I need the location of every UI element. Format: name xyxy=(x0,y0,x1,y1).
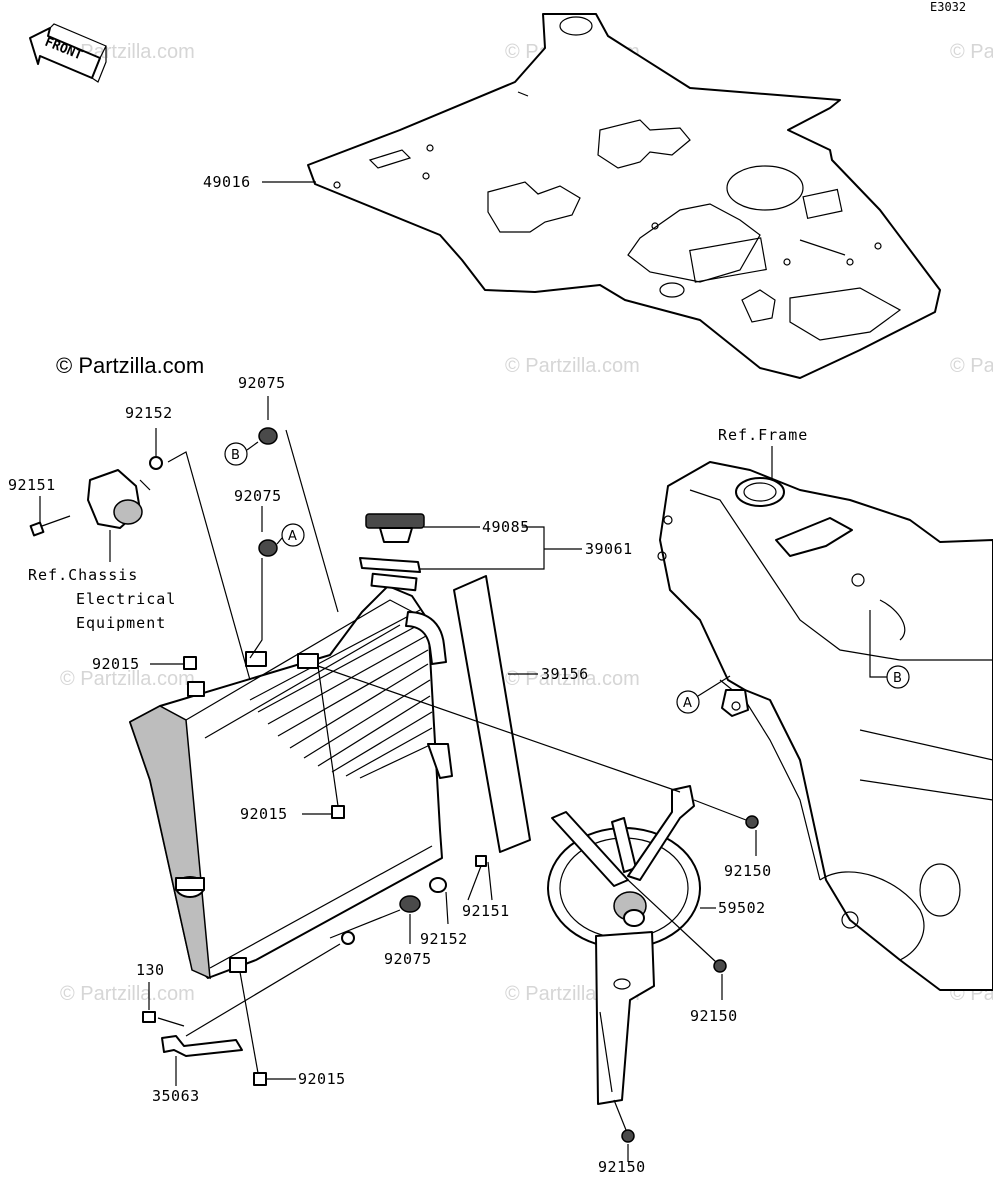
grommet-92075-mid xyxy=(258,539,278,557)
part-number-92015-c: 92015 xyxy=(298,1070,346,1088)
watermark: © Partzilla.com xyxy=(60,983,195,1005)
marker-a-circle xyxy=(281,523,305,547)
ref-chassis-line3: Equipment xyxy=(76,614,166,632)
marker-b-frame: B xyxy=(893,671,902,686)
watermark: © Partzilla.com xyxy=(950,355,993,377)
bolt-92151-low xyxy=(467,855,487,901)
clip-nut-92015-b xyxy=(331,805,345,819)
marker-a: A xyxy=(288,529,297,544)
part-number-49085: 49085 xyxy=(482,518,530,536)
radiator-core xyxy=(249,609,433,779)
radiator xyxy=(129,572,453,980)
marker-a-frame-circle xyxy=(676,690,700,714)
part-number-92150-a: 92150 xyxy=(724,862,772,880)
part-number-92075-mid: 92075 xyxy=(234,487,282,505)
part-number-92151-top: 92151 xyxy=(8,476,56,494)
frame xyxy=(657,461,993,991)
part-number-49016: 49016 xyxy=(203,173,251,191)
copyright-text: © Partzilla.com xyxy=(56,353,204,378)
part-number-130: 130 xyxy=(136,961,165,979)
watermark: © Partzilla.com xyxy=(60,668,195,690)
diagram-code: E3032 xyxy=(930,0,966,14)
part-number-92150-c: 92150 xyxy=(598,1158,646,1176)
ref-frame-label: Ref.Frame xyxy=(718,426,808,444)
marker-a-frame: A xyxy=(683,696,692,711)
grommet-92075-low xyxy=(399,895,421,913)
bolt-92150-a xyxy=(745,815,759,829)
part-number-92015-b: 92015 xyxy=(240,805,288,823)
watermark: © Partzilla.com xyxy=(950,41,993,63)
fan-59502 xyxy=(547,785,701,1105)
clip-nut-92015-a xyxy=(183,656,197,670)
shroud-39156 xyxy=(453,575,531,853)
part-number-59502: 59502 xyxy=(718,899,766,917)
bolt-92150-c xyxy=(621,1129,635,1143)
part-number-92075-low: 92075 xyxy=(384,950,432,968)
watermark: © Partzilla.com xyxy=(505,355,640,377)
part-number-39156: 39156 xyxy=(541,665,589,683)
marker-b-circle xyxy=(224,442,248,466)
watermark: © Partzilla.com xyxy=(505,668,640,690)
radiator-cap-49085 xyxy=(359,513,425,573)
bolt-92150-b xyxy=(713,959,727,973)
part-number-92150-b: 92150 xyxy=(690,1007,738,1025)
bracket-35063 xyxy=(161,1035,243,1057)
part-number-92152-low: 92152 xyxy=(420,930,468,948)
part-number-92151-low: 92151 xyxy=(462,902,510,920)
part-number-92015-a: 92015 xyxy=(92,655,140,673)
bolt-92151-top xyxy=(29,515,71,537)
part-number-35063: 35063 xyxy=(152,1087,200,1105)
part-number-39061: 39061 xyxy=(585,540,633,558)
bolt-130 xyxy=(142,1011,156,1023)
grommet-92075-top xyxy=(258,427,278,445)
part-number-92152-top: 92152 xyxy=(125,404,173,422)
insulator-plate-49016 xyxy=(307,13,941,379)
part-number-92075-top: 92075 xyxy=(238,374,286,392)
marker-b: B xyxy=(231,448,240,463)
ref-chassis-line2: Electrical xyxy=(76,590,176,608)
collar-92152-low xyxy=(429,877,447,893)
fan-switch xyxy=(87,456,163,529)
clip-nut-92015-c xyxy=(253,1072,267,1086)
ref-chassis-line1: Ref.Chassis xyxy=(28,566,138,584)
